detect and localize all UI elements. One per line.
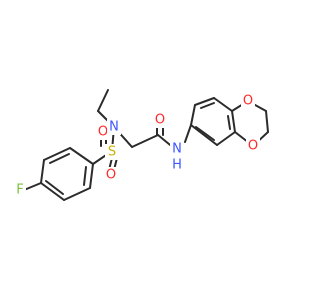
amide-nitrogen-label: N xyxy=(172,142,182,157)
h-label-mask xyxy=(170,157,184,173)
fluorine-label: F xyxy=(16,183,23,198)
dioxane-oxygen-bottom-label: O xyxy=(248,139,258,154)
carbonyl-oxygen-label: O xyxy=(155,113,165,128)
sulfur-label: S xyxy=(108,145,116,160)
amide-hydrogen-label: H xyxy=(172,158,182,173)
ring1-inner-bond xyxy=(49,153,70,164)
n-label-mask xyxy=(170,141,184,157)
ring1-bond xyxy=(40,182,65,201)
f-bond xyxy=(23,182,42,191)
bonds xyxy=(23,89,269,201)
ring1-bond xyxy=(43,147,71,161)
molecule-structure: F S O O N O N H O O xyxy=(14,89,269,201)
ring1-bond xyxy=(63,187,91,201)
ring2-bond xyxy=(231,110,236,133)
atom-labels: F S O O N O N H O O xyxy=(14,93,260,198)
ring1-inner-bond xyxy=(83,166,87,186)
s-label-mask xyxy=(105,144,119,160)
f-label-mask xyxy=(14,182,26,198)
o-label-mask xyxy=(104,167,118,183)
n-label-mask xyxy=(107,119,121,135)
ring2-bond xyxy=(194,97,215,106)
o-label-mask xyxy=(246,138,260,154)
dioxane-bond xyxy=(265,110,269,133)
ring1-bond xyxy=(40,159,45,184)
ring2-bond xyxy=(216,131,236,146)
ring2-inner-bond xyxy=(200,102,215,109)
o-label-mask xyxy=(241,93,255,109)
sulfonamide-nitrogen-label: N xyxy=(109,120,119,135)
ring2-inner-bond xyxy=(195,126,215,141)
sulfonyl-oxygen-bottom-label: O xyxy=(106,168,116,183)
molecule-diagram: F S O O N O N H O O xyxy=(14,89,269,201)
ch2-c-bond xyxy=(131,134,159,148)
ring2-bond xyxy=(190,104,196,126)
o-label-mask xyxy=(152,112,166,128)
ring2-bond xyxy=(190,124,218,146)
sulfonyl-oxygen-top-label: O xyxy=(98,125,108,140)
ring2-bond xyxy=(213,97,233,112)
ring1-inner-bond xyxy=(45,180,64,195)
ring1-bond xyxy=(89,163,94,189)
ring1-bond xyxy=(69,147,94,165)
ring2-inner-bond xyxy=(227,115,231,130)
dioxane-oxygen-top-label: O xyxy=(243,94,253,109)
ethyl-bond xyxy=(97,89,109,112)
o-label-mask xyxy=(96,124,110,140)
n-aryl-bond xyxy=(184,124,192,143)
